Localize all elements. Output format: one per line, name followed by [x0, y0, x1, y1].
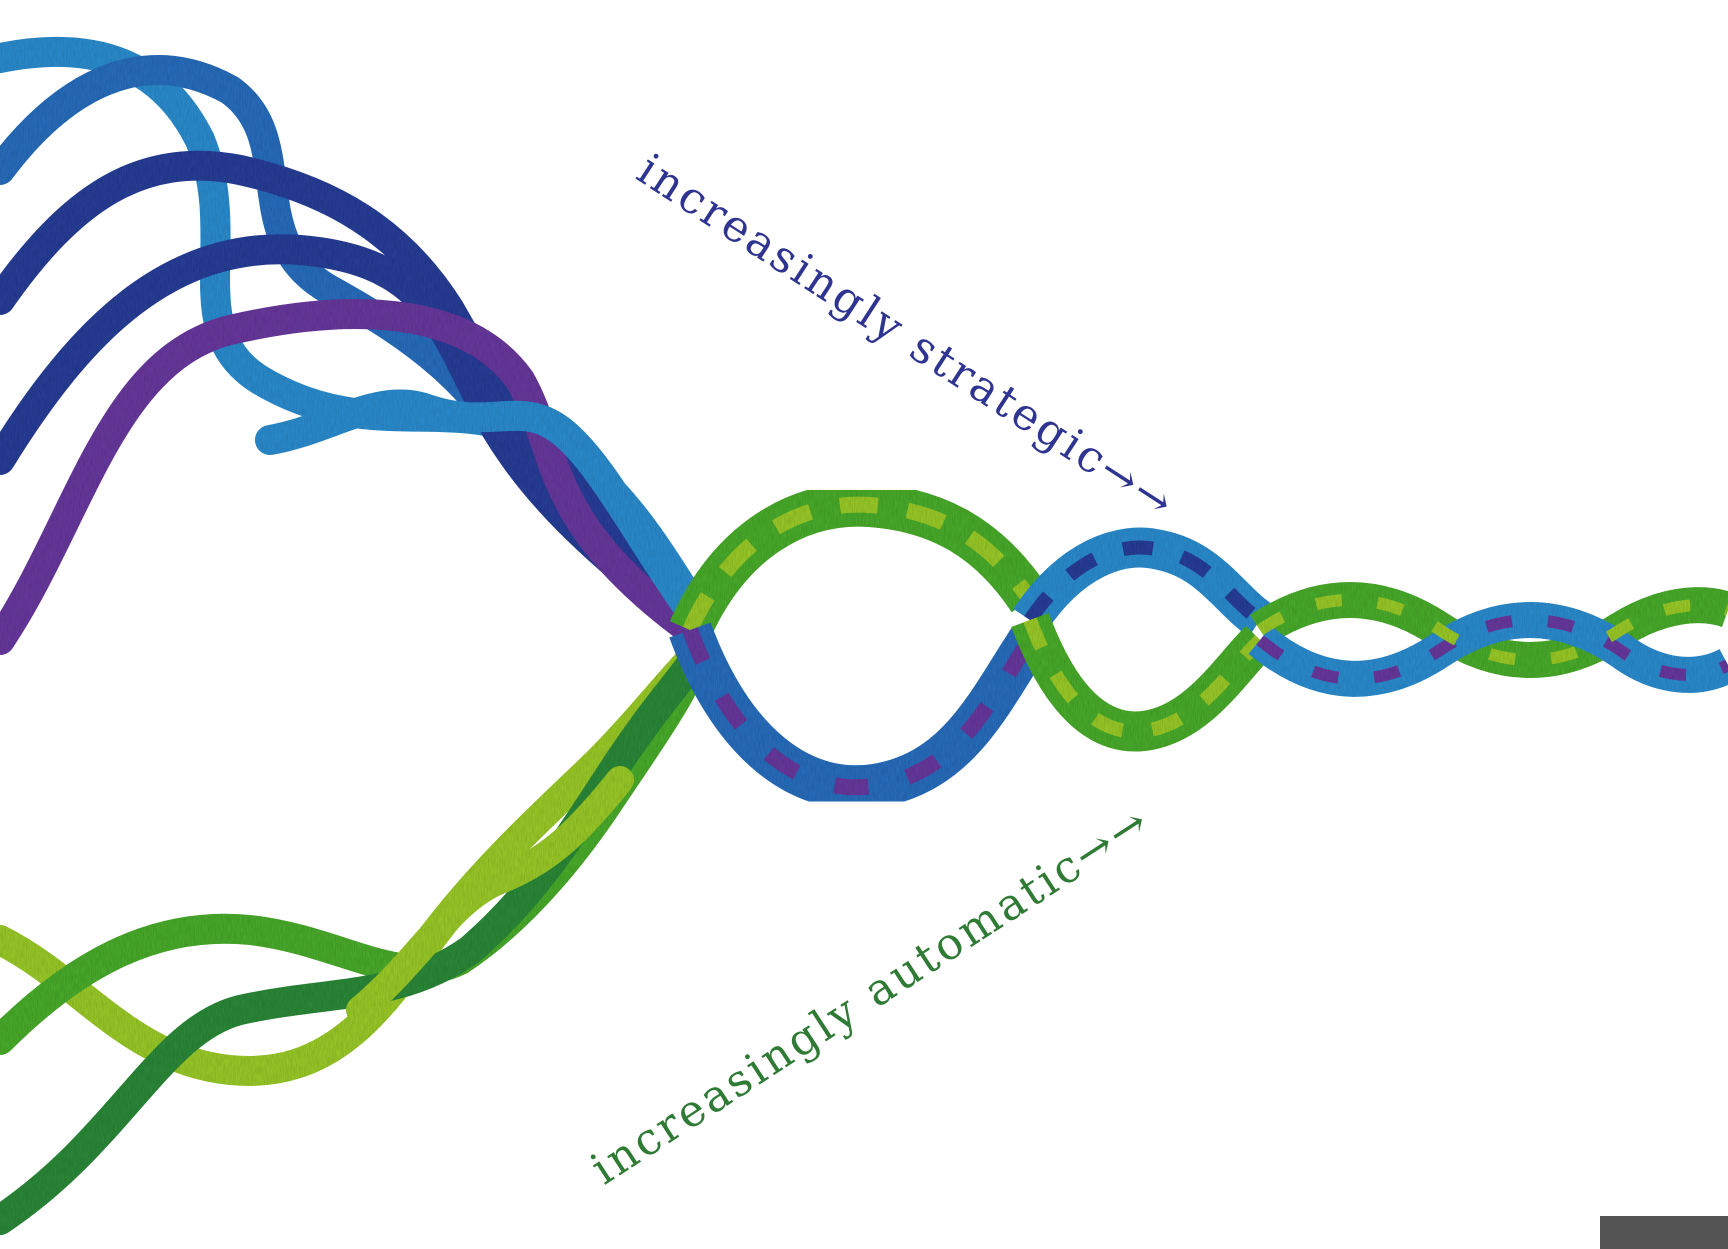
strand-lime-2 — [346, 766, 634, 1024]
braid-tail-lime — [1256, 594, 1728, 666]
strand-navy — [0, 234, 705, 640]
strand-purple — [0, 299, 705, 655]
corner-tab — [1600, 1216, 1728, 1249]
lower-green-strands — [0, 635, 715, 1235]
upper-blue-strands — [0, 36, 705, 655]
strand-light-blue-2 — [255, 389, 705, 625]
braid-loop-1-top-accent — [682, 496, 1037, 634]
braid-loop-1-bottom-accent — [682, 627, 1037, 796]
braid-loop-2-top — [1013, 527, 1272, 637]
braid-loops — [669, 482, 1728, 810]
strand-dark-green — [0, 635, 715, 1235]
braid-loop-2-bottom-accent — [1023, 617, 1265, 739]
braid-tail-accent — [1256, 614, 1728, 685]
braid-loop-1-top — [669, 482, 1049, 640]
braid-loop-2-top-accent — [1024, 540, 1265, 626]
